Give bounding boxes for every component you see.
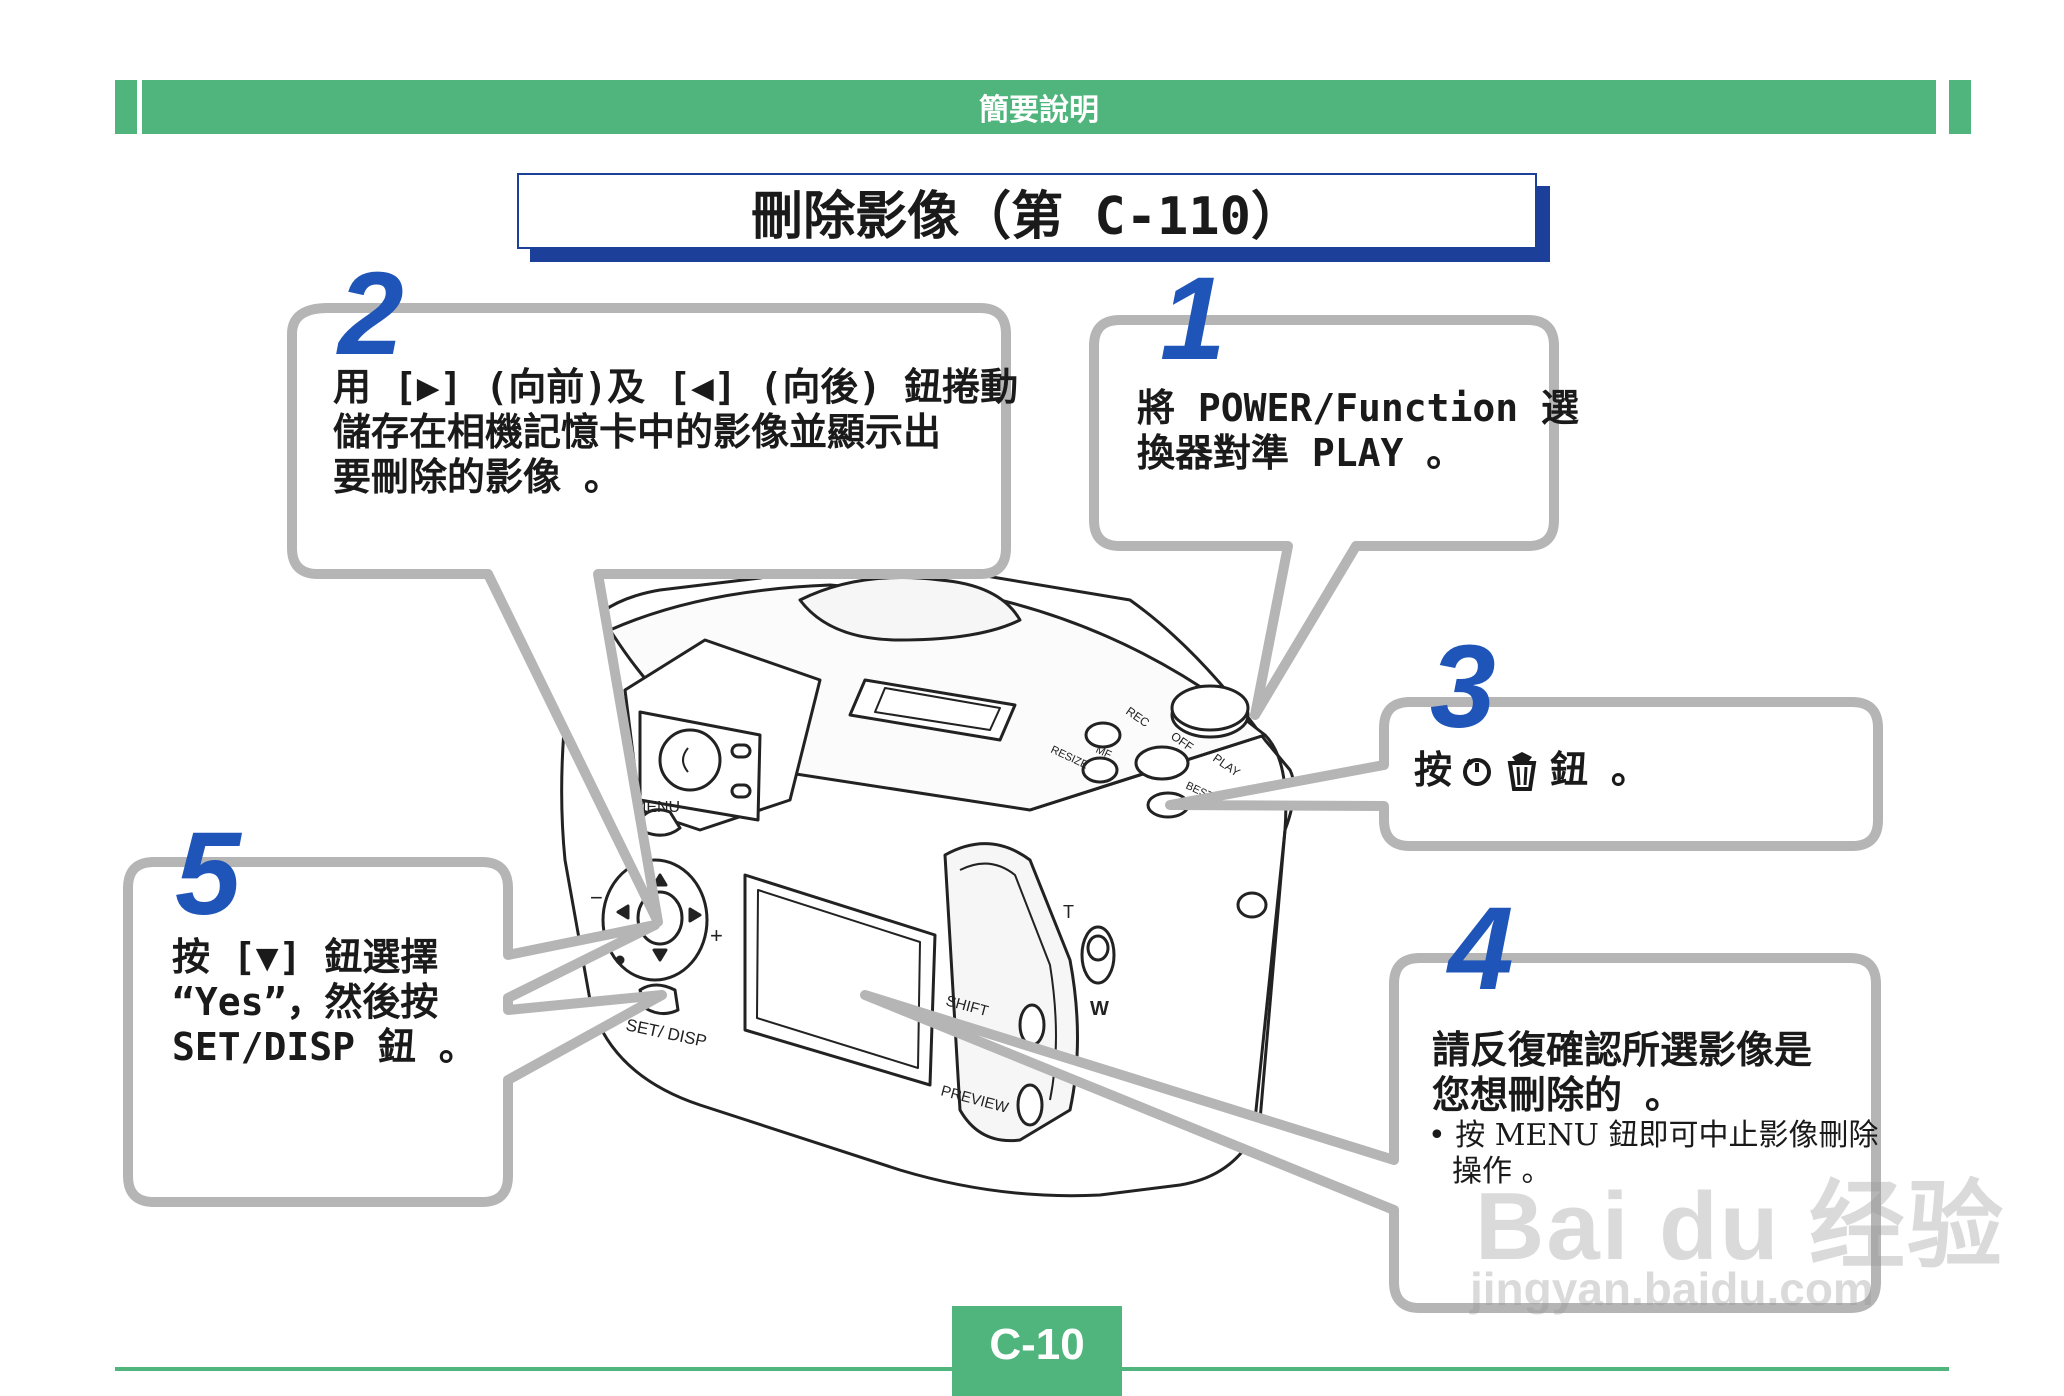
step-2-number: 2 [338,255,404,373]
trash-icon [1502,751,1542,791]
page-number-box: C-10 [952,1306,1122,1396]
plus-label: + [710,923,723,948]
step-3-suffix: 鈕 。 [1550,748,1649,793]
step-2-line: 用 [▶] (向前)及 [◀] (向後) 鈕捲動 [333,365,1018,410]
step-2-line: 儲存在相機記憶卡中的影像並顯示出 [333,410,1018,455]
step-5-line: SET/DISP 鈕 。 [172,1025,477,1070]
step-4-line: 您想刪除的 。 [1432,1073,1812,1118]
step-1-text: 將 POWER/Function 選 換器對準 PLAY 。 [1137,386,1579,476]
step-1-line: 換器對準 PLAY 。 [1137,431,1579,476]
watermark-url: jingyan.baidu.com [1470,1262,1874,1316]
step-5-number: 5 [175,815,241,933]
step-1-number: 1 [1160,260,1226,378]
step-4-line: 請反復確認所選影像是 [1432,1028,1812,1073]
step-5-line: “Yes”，然後按 [172,980,477,1025]
step-4-number: 4 [1448,890,1514,1008]
step-2-text: 用 [▶] (向前)及 [◀] (向後) 鈕捲動 儲存在相機記憶卡中的影像並顯示… [333,365,1018,500]
step-1-line: 將 POWER/Function 選 [1137,386,1579,431]
step-3-prefix: 按 [1414,748,1452,793]
step-2-line: 要刪除的影像 。 [333,455,1018,500]
self-timer-icon [1460,754,1494,788]
minus-label: − [590,885,603,910]
wide-label: W [1090,998,1109,1020]
step-3-number: 3 [1430,628,1496,746]
step-5-line: 按 [▼] 鈕選擇 [172,935,477,980]
page-number: C-10 [989,1320,1084,1370]
step-3-text: 按 鈕 。 [1414,748,1649,793]
step-5-text: 按 [▼] 鈕選擇 “Yes”，然後按 SET/DISP 鈕 。 [172,935,477,1070]
step-4-text: 請反復確認所選影像是 您想刪除的 。 [1432,1028,1812,1118]
tele-label: T [1063,902,1074,922]
